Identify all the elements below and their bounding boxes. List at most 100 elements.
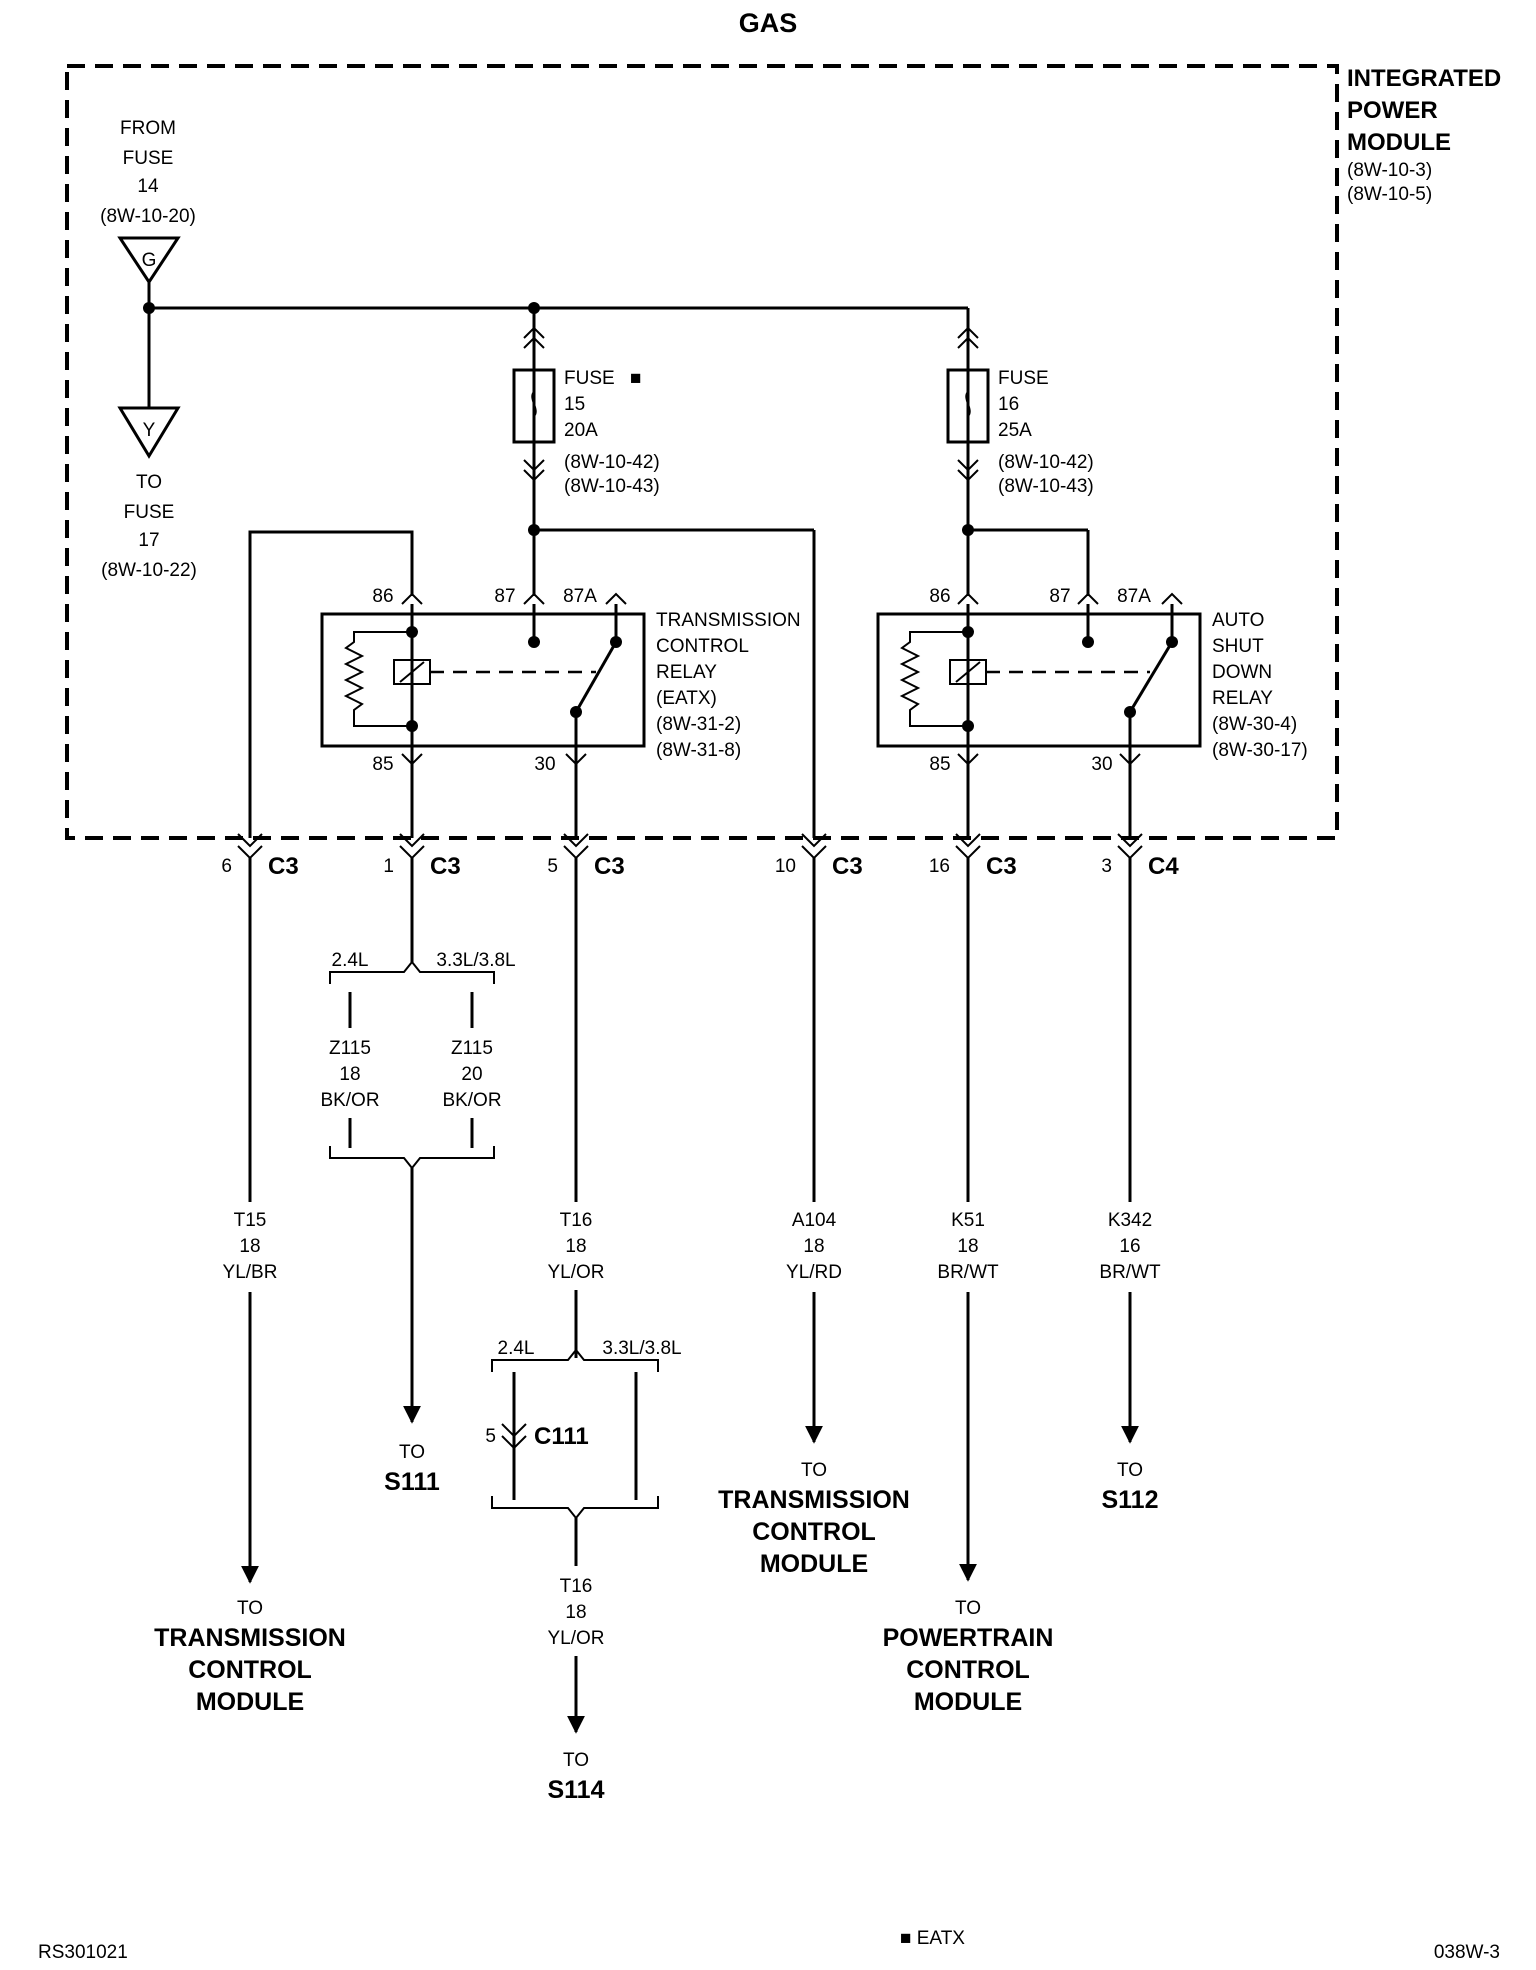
tcr-86-wire xyxy=(248,530,414,838)
footer-left: RS301021 xyxy=(38,1942,128,1963)
dest-pcm-line2: CONTROL xyxy=(906,1656,1030,1684)
wire-z115-left-code: Z115 xyxy=(329,1038,371,1059)
transmission-control-relay: 86 87 87A 85 30 TRANSMISSION CONTROL REL… xyxy=(320,586,801,838)
wire-z115-right-code: Z115 xyxy=(451,1038,493,1059)
splice-g-triangle xyxy=(117,236,181,285)
c111-pin: 5 xyxy=(485,1426,496,1447)
connector-pin-1: 1 xyxy=(383,856,394,877)
connector-name-c3-6: C3 xyxy=(268,853,299,880)
asd-suppression-resistor xyxy=(899,631,968,727)
connector-name-c3-5: C3 xyxy=(594,853,625,880)
asd-pin-86: 86 xyxy=(929,586,950,607)
tcr-name-2: CONTROL xyxy=(656,636,749,657)
asd-pin-30: 30 xyxy=(1091,754,1112,775)
connector-name-c4-3: C4 xyxy=(1148,853,1179,880)
fuse16-number: 16 xyxy=(998,394,1019,415)
feed-to-fuse-17: Y TO FUSE 17 (8W-10-22) xyxy=(101,406,197,581)
asd-30-chevron xyxy=(1119,753,1141,766)
ipm-name-1: INTEGRATED xyxy=(1347,65,1501,92)
wire-k51-code: K51 xyxy=(951,1210,985,1231)
fuse15-label: FUSE xyxy=(564,368,615,389)
fuse16-label: FUSE xyxy=(998,368,1049,389)
wire-z115-left-color: BK/OR xyxy=(320,1090,379,1111)
fuse16-ref-2: (8W-10-43) xyxy=(998,476,1094,497)
asd-86-chevron xyxy=(957,592,979,605)
dest-s114-to: TO xyxy=(563,1750,589,1771)
wire-k342-code: K342 xyxy=(1108,1210,1152,1231)
wire-t16-color: YL/OR xyxy=(547,1262,604,1283)
fuse15-eatx-marker: ■ xyxy=(630,368,641,389)
wire-t16-code: T16 xyxy=(560,1210,593,1231)
dest-tcm2-line3: MODULE xyxy=(760,1550,868,1578)
tcr-pin-30: 30 xyxy=(534,754,555,775)
wire-k342-gauge: 16 xyxy=(1119,1236,1140,1257)
tcr-87a-chevron xyxy=(605,592,627,605)
feed-to-1: TO xyxy=(136,472,162,493)
fuse16-bottom-chevron-1 xyxy=(957,459,979,472)
dest-tcm1-to: TO xyxy=(237,1598,263,1619)
connector-c111: 5 C111 xyxy=(485,1423,588,1450)
fuse15-top-chevron-1 xyxy=(523,326,545,339)
auto-shut-down-relay: 86 87 87A 85 30 AUTO SHUT DOWN RELAY (8W… xyxy=(876,586,1308,838)
connector-name-c3-1: C3 xyxy=(430,853,461,880)
asd-pin-87: 87 xyxy=(1049,586,1070,607)
connector-pin-16: 16 xyxy=(929,856,950,877)
tcr-87-contact xyxy=(528,636,540,648)
fuse16-top-chevron-2 xyxy=(957,336,979,349)
asd-name-5: (8W-30-4) xyxy=(1212,714,1297,735)
connector-c3-pin10: 10 C3 xyxy=(775,833,863,880)
feed-from-2: FUSE xyxy=(123,148,174,169)
fuse16-bottom-chevron-2 xyxy=(957,469,979,482)
ipm-ref-1: (8W-10-3) xyxy=(1347,160,1432,181)
dest-pcm-line1: POWERTRAIN xyxy=(883,1624,1054,1652)
splice-y-letter: Y xyxy=(143,420,156,441)
engine-split2-top-bracket xyxy=(491,1348,659,1372)
wire-t15-gauge: 18 xyxy=(239,1236,260,1257)
dest-tcm2-line2: CONTROL xyxy=(752,1518,876,1546)
asd-name-6: (8W-30-17) xyxy=(1212,740,1308,761)
asd-name-3: DOWN xyxy=(1212,662,1272,683)
feed-to-2: FUSE xyxy=(124,502,175,523)
tcr-name-5: (8W-31-2) xyxy=(656,714,741,735)
fuse15-rating: 20A xyxy=(564,420,598,441)
wire-t16b-gauge: 18 xyxy=(565,1602,586,1623)
feed-from-fuse-14: FROM FUSE 14 (8W-10-20) G xyxy=(100,118,196,285)
wire-t15-color: YL/BR xyxy=(223,1262,278,1283)
ipm-boundary xyxy=(65,64,1339,840)
connector-c3-pin6: 6 C3 xyxy=(221,833,299,880)
dest-tcm2-to: TO xyxy=(801,1460,827,1481)
ipm-name-2: POWER xyxy=(1347,97,1438,124)
engine-split-bottom-bracket xyxy=(329,1146,495,1170)
tcr-name-3: RELAY xyxy=(656,662,717,683)
tcr-pin-85: 85 xyxy=(372,754,393,775)
fuse15-bottom-chevron-2 xyxy=(523,469,545,482)
connector-c3-pin16: 16 C3 xyxy=(929,833,1017,880)
wire-z115-left-gauge: 18 xyxy=(339,1064,360,1085)
asd-switch-blade xyxy=(1128,641,1174,713)
dest-tcm1-line2: CONTROL xyxy=(188,1656,312,1684)
asd-box xyxy=(876,612,1202,748)
asd-name-1: AUTO xyxy=(1212,610,1264,631)
tcr-switch-blade xyxy=(574,641,618,713)
fuse16-ref-1: (8W-10-42) xyxy=(998,452,1094,473)
fuse15-element xyxy=(531,370,537,442)
split2-left-label: 2.4L xyxy=(498,1338,535,1359)
fuse15-number: 15 xyxy=(564,394,585,415)
tcr-name-4: (EATX) xyxy=(656,688,717,709)
wire-k51-gauge: 18 xyxy=(957,1236,978,1257)
asd-87-chevron xyxy=(1077,592,1099,605)
dest-pcm-to: TO xyxy=(955,1598,981,1619)
tcr-box xyxy=(320,612,646,748)
wire-a104-gauge: 18 xyxy=(803,1236,824,1257)
connector-name-c3-10: C3 xyxy=(832,853,863,880)
wire-a104-code: A104 xyxy=(792,1210,837,1231)
tcr-pin-86: 86 xyxy=(372,586,393,607)
connector-name-c3-16: C3 xyxy=(986,853,1017,880)
splice-g-letter: G xyxy=(142,250,157,271)
asd-87a-chevron xyxy=(1161,592,1183,605)
fuse16-rating: 25A xyxy=(998,420,1032,441)
dest-pcm-line3: MODULE xyxy=(914,1688,1022,1716)
connector-row: 6 C3 1 C3 5 C3 10 C3 16 C3 xyxy=(221,833,1179,880)
ipm-label: INTEGRATED POWER MODULE (8W-10-3) (8W-10… xyxy=(1347,65,1501,205)
asd-name-2: SHUT xyxy=(1212,636,1264,657)
